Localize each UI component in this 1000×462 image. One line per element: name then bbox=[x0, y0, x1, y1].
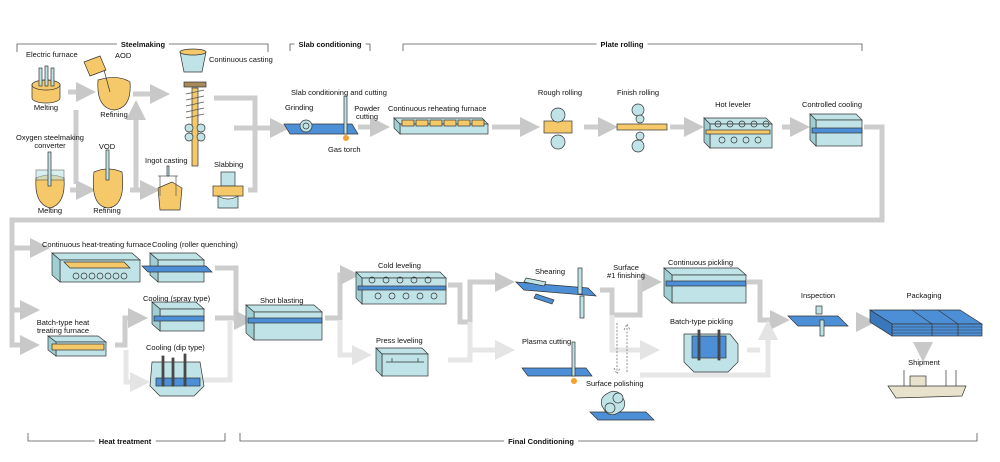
cold-leveling-icon bbox=[355, 271, 447, 305]
label-powder-cutting-line1: Powder bbox=[354, 104, 380, 113]
label-grinding: Grinding bbox=[285, 103, 314, 112]
label-shot-blasting: Shot blasting bbox=[260, 296, 304, 305]
label-plasma-cutting: Plasma cutting bbox=[522, 337, 572, 346]
shearing-icon bbox=[515, 267, 597, 319]
inspection-icon bbox=[787, 305, 849, 337]
label-melting-1: Melting bbox=[33, 103, 59, 112]
label-powder-cutting-line2: cutting bbox=[355, 112, 379, 121]
ship-icon bbox=[887, 370, 967, 399]
label-inspection: Inspection bbox=[800, 291, 836, 300]
continuous-pickling-icon bbox=[663, 267, 747, 304]
label-aod: AOD bbox=[115, 51, 132, 60]
finish-rolling-icon bbox=[616, 103, 668, 153]
label-continuous-pickling: Continuous pickling bbox=[668, 258, 734, 267]
batch-heat-treating-furnace-icon bbox=[46, 335, 108, 357]
label-hot-leveler: Hot leveler bbox=[715, 100, 751, 109]
label-press-leveling: Press leveling bbox=[376, 336, 423, 345]
label-slab-conditioning-cutting: Slab conditioning and cutting bbox=[291, 88, 387, 97]
label-batch-heat-line1: Batch-type heat bbox=[36, 318, 90, 327]
vod-icon bbox=[92, 149, 124, 209]
reheating-furnace-icon bbox=[393, 117, 489, 135]
cooling-spray-type-icon bbox=[151, 301, 205, 332]
label-cold-leveling: Cold leveling bbox=[378, 261, 421, 270]
label-shipment: Shipment bbox=[908, 358, 940, 367]
section-title-heat-treatment: Heat treatment bbox=[94, 437, 156, 446]
label-continuous-reheating-furnace: Continuous reheating furnace bbox=[388, 104, 487, 113]
aod-ladle-icon bbox=[83, 55, 131, 111]
label-continuous-heat-treating-furnace: Continuous heat-treating furnace bbox=[42, 240, 152, 249]
label-surface-polishing: Surface polishing bbox=[586, 379, 644, 388]
cooling-roller-quenching-icon bbox=[141, 252, 213, 283]
rough-rolling-icon bbox=[543, 107, 573, 150]
slab-conditioning-icon bbox=[283, 95, 359, 141]
label-cooling-roller-quenching: Cooling (roller quenching) bbox=[152, 240, 238, 249]
section-title-final-conditioning: Final Conditioning bbox=[504, 437, 578, 446]
section-title-slab-conditioning: Slab conditioning bbox=[294, 40, 366, 49]
continuous-heat-treating-furnace-icon bbox=[51, 252, 141, 283]
bracket-final-conditioning bbox=[239, 433, 978, 442]
press-leveling-icon bbox=[375, 347, 429, 377]
label-refining-2: Refining bbox=[93, 206, 121, 215]
label-packaging: Packaging bbox=[906, 291, 942, 300]
label-batch-heat-line2: treating furnace bbox=[36, 326, 90, 335]
hot-leveler-icon bbox=[703, 117, 773, 149]
label-continuous-casting: Continuous casting bbox=[209, 55, 273, 64]
batch-pickling-icon bbox=[683, 329, 739, 373]
oxygen-converter-icon bbox=[35, 151, 65, 209]
label-gas-torch: Gas torch bbox=[328, 145, 361, 154]
flow-lines-optional bbox=[123, 315, 778, 392]
label-surface-finishing-line1: Surface bbox=[613, 263, 639, 272]
label-cooling-dip-type: Cooling (dip type) bbox=[146, 343, 205, 352]
label-rough-rolling: Rough rolling bbox=[537, 88, 583, 97]
ingot-casting-icon bbox=[157, 165, 183, 211]
equipment bbox=[31, 48, 984, 421]
label-batch-pickling: Batch-type pickling bbox=[670, 317, 733, 326]
section-title-plate-rolling: Plate rolling bbox=[596, 40, 648, 49]
label-vod: VOD bbox=[98, 142, 116, 151]
label-refining-1: Refining bbox=[100, 110, 128, 119]
plasma-cutting-icon bbox=[521, 341, 593, 384]
label-shearing: Shearing bbox=[535, 267, 566, 276]
flow-lines bbox=[9, 82, 933, 362]
section-title-steelmaking: Steelmaking bbox=[116, 40, 170, 49]
label-oxygen-converter-line1: Oxygen steelmaking bbox=[16, 133, 84, 142]
cooling-dip-type-icon bbox=[149, 353, 205, 397]
label-melting-2: Melting bbox=[37, 206, 63, 215]
label-controlled-cooling: Controlled cooling bbox=[801, 100, 863, 109]
shot-blasting-icon bbox=[245, 304, 323, 341]
surface-polishing-icon bbox=[589, 390, 655, 421]
continuous-casting-icon bbox=[179, 48, 207, 167]
label-cooling-spray-type: Cooling (spray type) bbox=[143, 294, 211, 303]
slabbing-icon bbox=[212, 171, 244, 209]
label-slabbing: Slabbing bbox=[214, 160, 244, 169]
label-ingot-casting: Ingot casting bbox=[145, 156, 188, 165]
controlled-cooling-icon bbox=[809, 113, 863, 147]
electric-furnace-icon bbox=[31, 65, 61, 104]
packaging-icon bbox=[868, 309, 984, 337]
surface-finishing-arrows bbox=[613, 323, 631, 375]
label-finish-rolling: Finish rolling bbox=[616, 88, 660, 97]
label-surface-finishing-line2: #1 finishing bbox=[607, 271, 645, 280]
label-oxygen-converter-line2: converter bbox=[34, 141, 66, 150]
label-electric-furnace: Electric furnace bbox=[26, 50, 78, 59]
